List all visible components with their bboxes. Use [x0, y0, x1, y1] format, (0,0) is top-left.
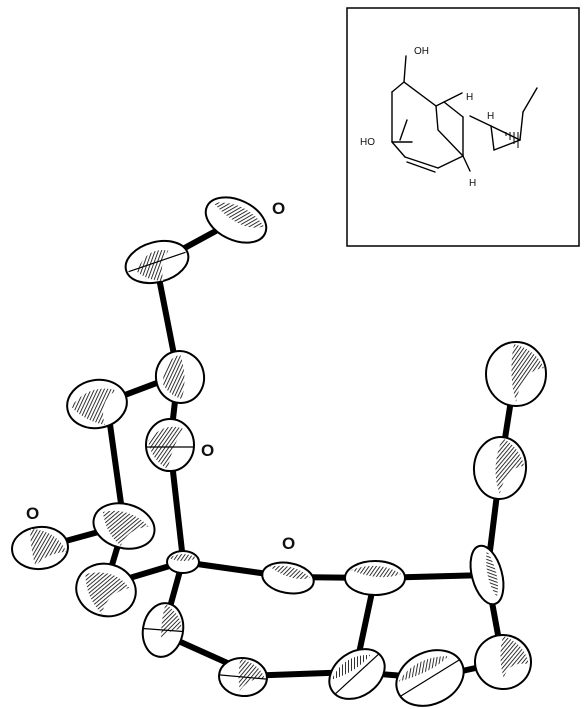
h-label: H	[487, 111, 494, 122]
atom-ellipsoid	[75, 562, 137, 618]
atom-ellipsoid	[261, 561, 315, 595]
atom-label-o: O	[272, 199, 285, 218]
atom-ellipsoid	[124, 239, 190, 285]
atom-ellipsoid	[485, 341, 547, 407]
oh-label: OH	[414, 46, 429, 57]
atom-ellipsoid	[328, 648, 386, 700]
atom-ellipsoid	[472, 436, 528, 500]
h-label: H	[469, 178, 476, 189]
atom-ellipsoid	[11, 525, 69, 571]
atom-ellipsoid	[474, 633, 532, 691]
atom-ellipsoid	[92, 502, 156, 550]
ortep-atoms	[11, 196, 547, 707]
atom-ellipsoid	[141, 602, 185, 658]
atom-label-o: O	[26, 504, 39, 523]
atom-ellipsoid	[66, 378, 128, 430]
hashed-wedge	[505, 132, 519, 148]
atom-ellipsoid	[145, 418, 195, 472]
atom-label-o: O	[201, 441, 214, 460]
atom-ellipsoid	[204, 196, 268, 244]
ho-label: HO	[360, 137, 375, 148]
inset-structure: OH H HO H H	[346, 7, 580, 247]
atom-ellipsoid	[344, 560, 406, 596]
atom-ellipsoid	[218, 656, 268, 698]
atom-ellipsoid	[154, 350, 206, 404]
atom-ellipsoid	[395, 649, 465, 707]
atom-ellipsoid	[469, 544, 505, 606]
h-label: H	[466, 92, 473, 103]
atom-ellipsoid	[166, 550, 200, 574]
atom-label-o: O	[282, 534, 295, 553]
ortep-labels: O O O O	[26, 199, 295, 553]
